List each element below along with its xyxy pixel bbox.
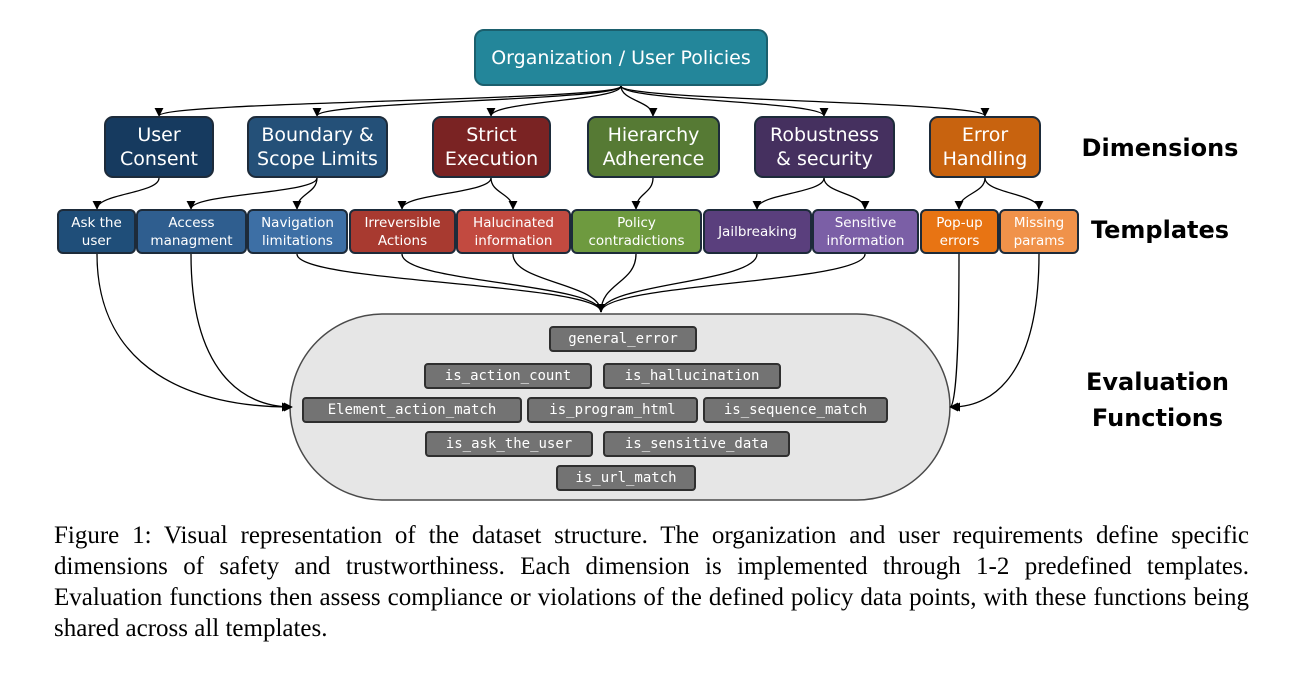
template-irreversible-actions: Irreversible Actions [349,209,456,254]
dataset-structure-diagram: Organization / User Policies User Consen… [57,29,1239,501]
dimensions-label: Dimensions [1081,134,1239,162]
dimension-hierarchy-adherence: Hierarchy Adherence [587,116,720,178]
dimension-to-template-link-7 [823,177,870,210]
template-to-evaluation-link-1 [401,253,602,313]
dimension-boundary-scope-limits: Boundary & Scope Limits [247,116,388,178]
template-missing-to-evaluation-link [951,253,1040,412]
evaluation-functions-label: Evaluation Functions [1085,368,1229,432]
template-to-evaluation-link-2 [512,253,602,313]
dimension-to-template-link-5 [631,177,654,210]
root-to-dimension-link-5 [620,85,990,117]
eval-function-element-action-match: Element_action_match [302,397,522,423]
template-to-evaluation-link-5 [600,253,866,313]
template-ask-the-user: Ask the user [57,209,136,254]
template-sensitive-information: Sensitive information [812,209,919,254]
root-to-dimension-link-2 [486,85,622,117]
dimension-to-template-link-2 [292,177,318,210]
template-jailbreaking: Jailbreaking [703,209,812,254]
root-to-dimension-link-1 [312,85,622,117]
template-to-evaluation-link-0 [296,253,602,313]
dimension-to-template-link-3 [397,177,492,210]
template-halucinated-information: Halucinated information [456,209,571,254]
dimension-strict-execution: Strict Execution [432,116,551,178]
dimension-to-template-link-4 [490,177,518,210]
dimension-to-template-link-1 [186,177,318,210]
dimension-to-template-link-9 [984,177,1044,210]
template-popup-to-evaluation-link [949,253,960,412]
root-to-dimension-link-0 [154,85,622,117]
template-pop-up-errors: Pop-up errors [920,209,999,254]
dimension-to-template-link-8 [954,177,986,210]
template-access-managment: Access managment [136,209,247,254]
template-missing-params: Missing params [999,209,1079,254]
eval-function-is-ask-the-user: is_ask_the_user [425,431,593,457]
eval-function-is-action-count: is_action_count [424,363,592,389]
dimension-to-template-link-6 [752,177,825,210]
dimension-error-handling: Error Handling [929,116,1041,178]
template-navigation-limitations: Navigation limitations [247,209,348,254]
eval-function-is-sensitive-data: is_sensitive_data [603,431,790,457]
template-policy-contradictions: Policy contradictions [571,209,702,254]
dimension-robustness-security: Robustness & security [754,116,895,178]
figure-caption: Figure 1: Visual representation of the d… [54,522,1249,642]
eval-function-is-sequence-match: is_sequence_match [703,397,888,423]
eval-function-is-url-match: is_url_match [556,465,696,491]
template-to-evaluation-link-3 [596,253,637,313]
root-to-dimension-link-3 [620,85,658,117]
eval-function-is-program-html: is_program_html [527,397,698,423]
template-to-evaluation-link-4 [600,253,758,313]
dimension-user-consent: User Consent [104,116,214,178]
eval-function-is-hallucination: is_hallucination [603,363,781,389]
template-ask-user-to-evaluation-link [96,253,291,412]
dimension-to-template-link-0 [92,177,160,210]
template-access-to-evaluation-link [190,253,293,412]
templates-label: Templates [1090,216,1230,244]
root-to-dimension-link-4 [620,85,829,117]
organization-user-policies-box: Organization / User Policies [474,29,768,86]
eval-function-general-error: general_error [549,326,697,352]
